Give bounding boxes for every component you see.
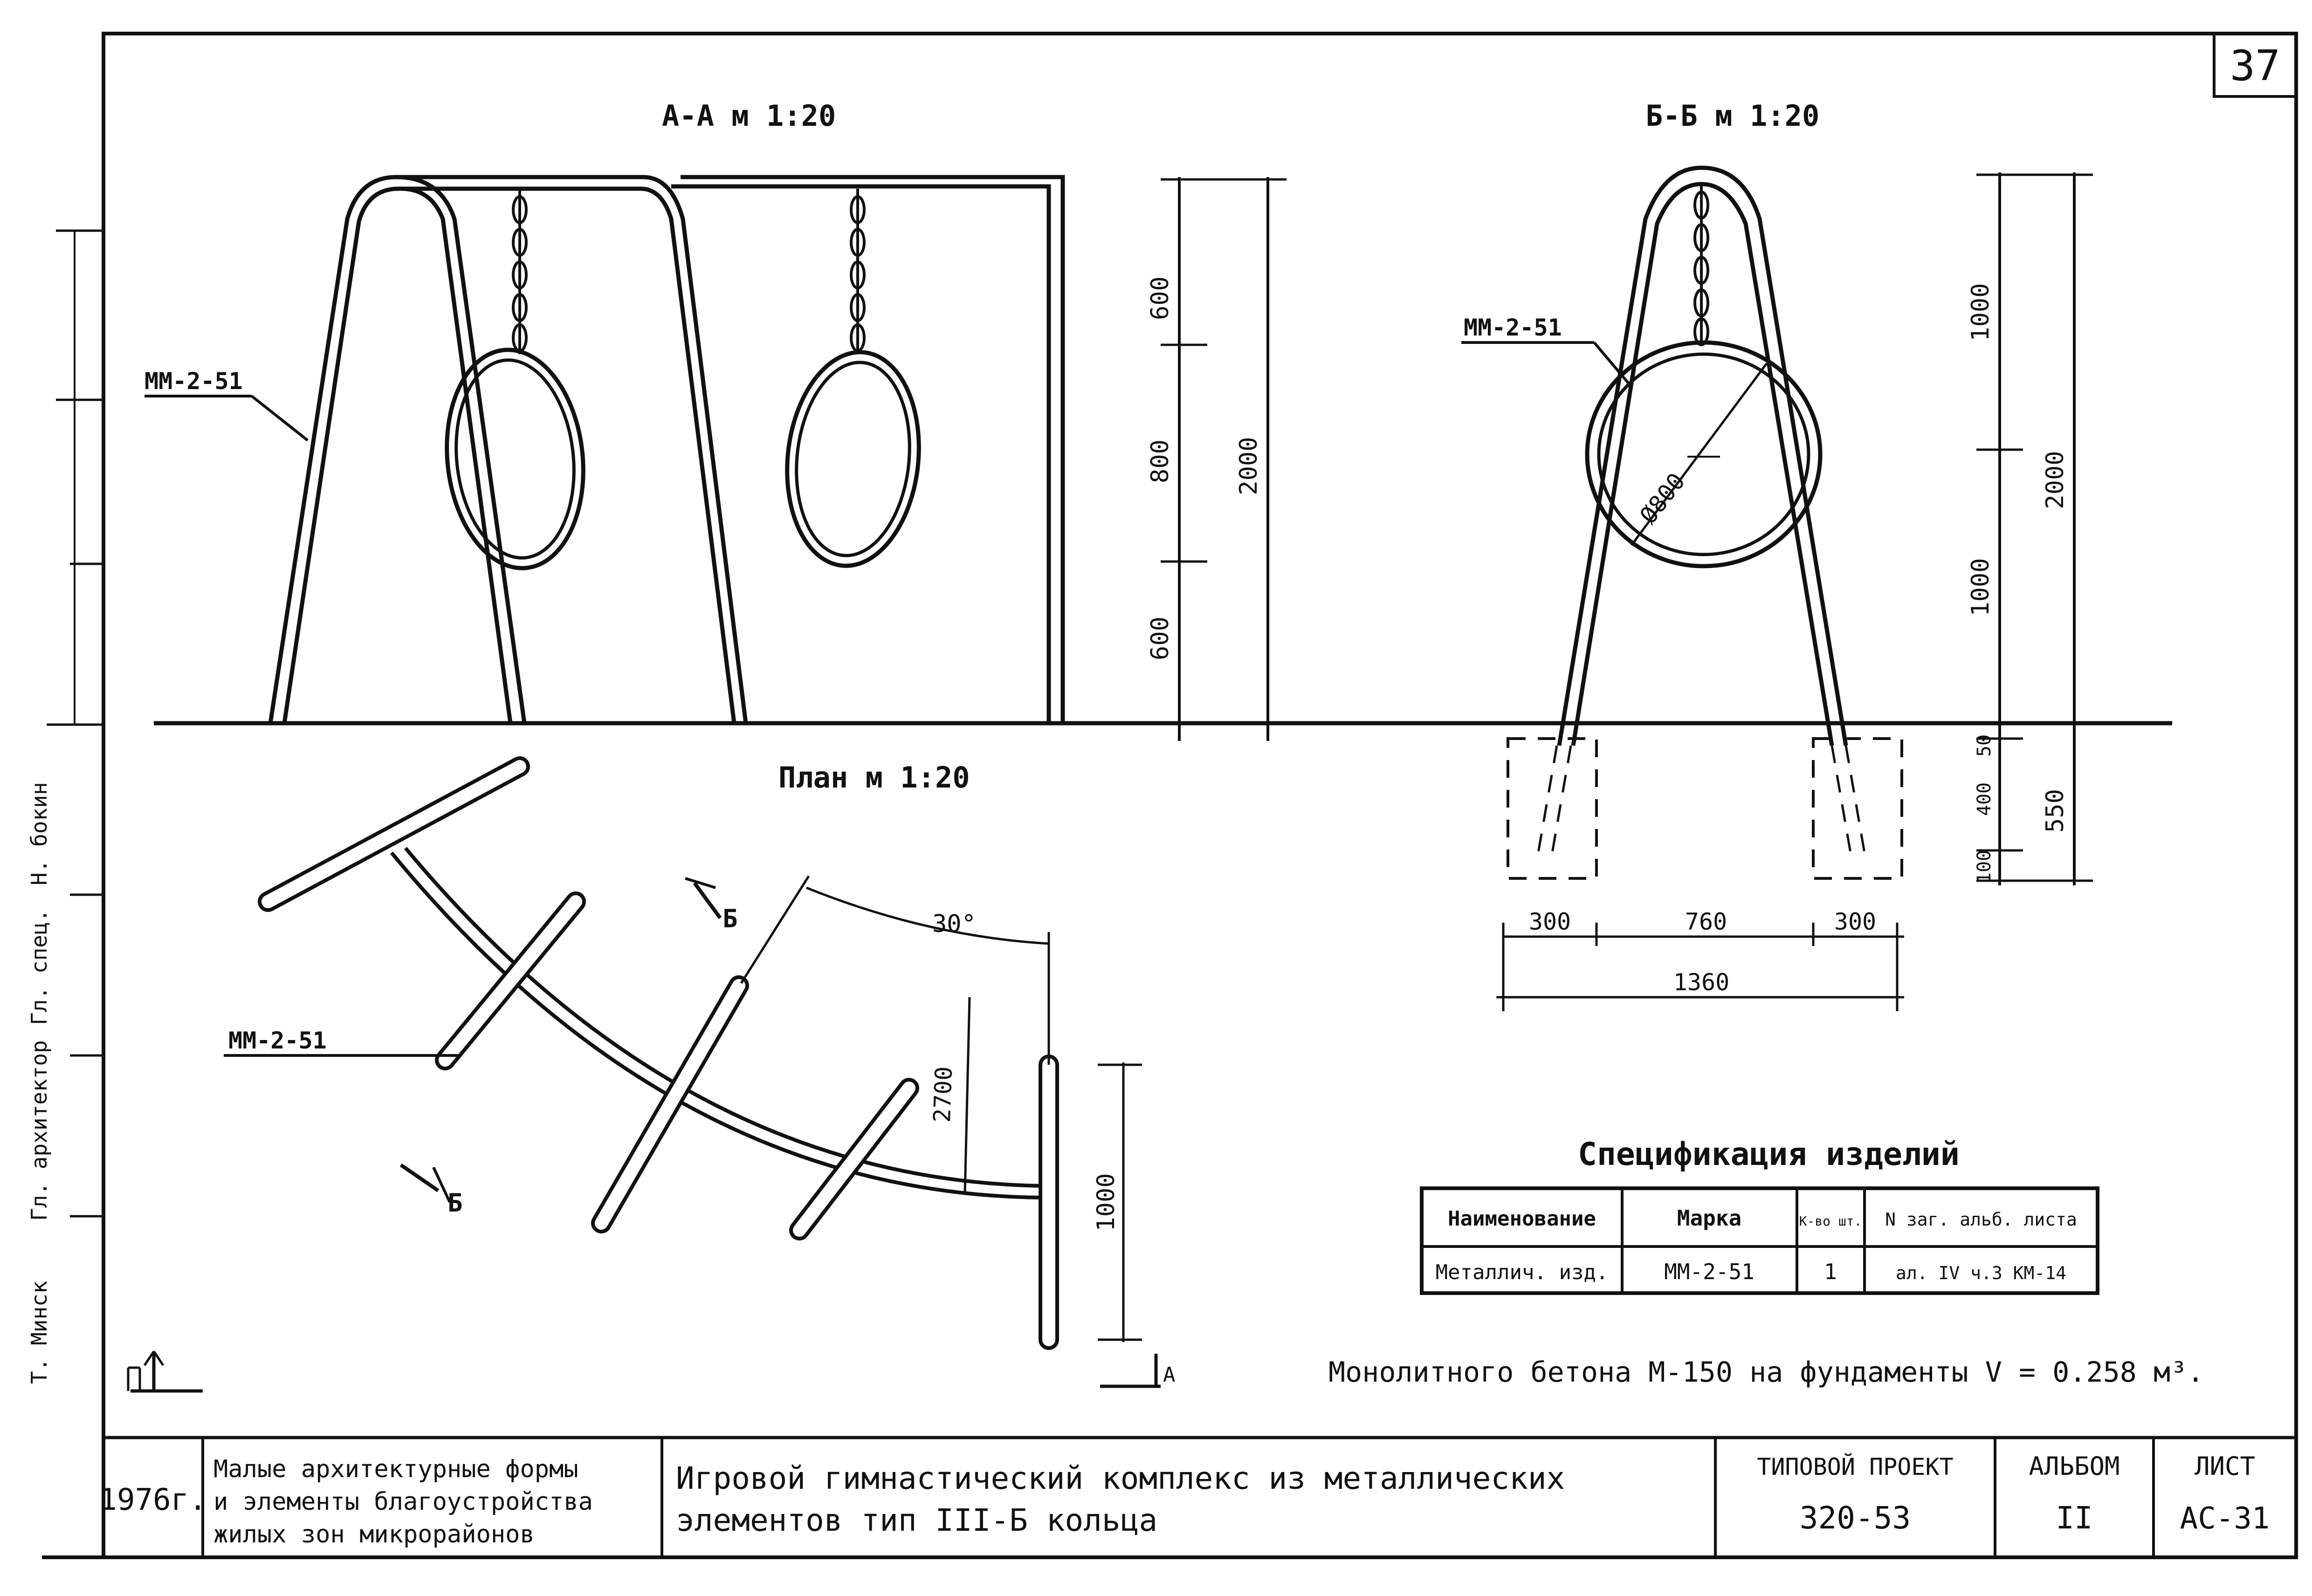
spec-title: Спецификация изделий xyxy=(1578,1136,1960,1173)
plan-title: План м 1:20 xyxy=(778,760,970,795)
project-value: 320-53 xyxy=(1800,1500,1911,1536)
sheet-value: АС-31 xyxy=(2180,1501,2270,1536)
dim-aa-1: 600 xyxy=(1146,276,1174,320)
dim-aa-3: 600 xyxy=(1146,616,1174,660)
dim-bb-w1: 300 xyxy=(1529,908,1571,935)
crossbar-1 xyxy=(258,756,530,912)
crossbar-2 xyxy=(435,891,586,1070)
dim-bb-w2: 760 xyxy=(1685,908,1727,935)
plan-radius: 2700 xyxy=(929,1066,957,1123)
svg-text:А: А xyxy=(1163,1363,1176,1387)
dim-bb-100: 100 xyxy=(1974,850,1995,884)
side-label-2: Гл. архитектор xyxy=(27,1040,52,1221)
title-series-1: Малые архитектурные формы xyxy=(213,1455,578,1483)
dim-aa-2: 800 xyxy=(1146,439,1174,483)
ring-left xyxy=(445,348,585,570)
dims-aa: 600 800 600 2000 xyxy=(1146,177,1287,741)
title-main-2: элементов тип III-Б кольца xyxy=(676,1502,1157,1538)
spec-table: Спецификация изделий Наименование Марка … xyxy=(1420,1136,2099,1295)
chain-left xyxy=(512,189,528,354)
chain-bb xyxy=(1693,184,1709,346)
view-mark-left xyxy=(127,1350,203,1393)
album-value: II xyxy=(2056,1500,2092,1536)
view-mark-a: А xyxy=(1100,1354,1176,1388)
title-series-2: и элементы благоустройства xyxy=(213,1488,593,1516)
section-bb-title: Б-Б м 1:20 xyxy=(1645,99,1819,133)
section-mark-b-top: Б xyxy=(685,877,738,933)
dim-bb-400: 400 xyxy=(1974,782,1995,816)
side-label-1: Т. Минск xyxy=(27,1281,52,1384)
foundation-left xyxy=(1507,737,1598,880)
plan-view: План м 1:20 30° 2700 xyxy=(127,756,1176,1393)
dim-bb-wtotal: 1360 xyxy=(1673,969,1729,996)
concrete-note: Монолитного бетона М-150 на фундаменты V… xyxy=(1328,1356,2204,1389)
sheet-number: 37 xyxy=(2230,41,2280,90)
project-label: ТИПОВОЙ ПРОЕКТ xyxy=(1757,1453,1953,1480)
section-bb: Б-Б м 1:20 Ø800 ММ-2-51 xyxy=(1461,99,1903,880)
spec-header-name: Наименование xyxy=(1448,1207,1596,1231)
spec-cell-name: Металлич. изд. xyxy=(1436,1260,1609,1284)
drawing-frame: 37 xyxy=(42,32,2298,1559)
section-mark-b-bottom: Б xyxy=(399,1163,463,1218)
dim-aa-total: 2000 xyxy=(1235,437,1263,495)
dim-bb-upper: 1000 xyxy=(1967,283,1995,341)
svg-text:Б: Б xyxy=(722,904,738,933)
spec-header-mark: Марка xyxy=(1677,1206,1741,1231)
side-label-4: Н. бокин xyxy=(27,782,52,885)
sheet-label: ЛИСТ xyxy=(2195,1452,2255,1481)
ring-bb xyxy=(1585,340,1823,569)
dims-bb: 1000 1000 2000 50 400 100 550 300 760 30… xyxy=(1496,172,2093,1011)
dim-bb-550: 550 xyxy=(2041,789,2069,833)
spec-cell-qty: 1 xyxy=(1824,1259,1837,1284)
foundation-right xyxy=(1812,737,1903,880)
side-label-3: Гл. спец. xyxy=(27,909,52,1025)
plan-callout: ММ-2-51 xyxy=(228,1027,327,1054)
spec-header-ref: N заг. альб. листа xyxy=(1885,1209,2077,1230)
dim-bb-50: 50 xyxy=(1974,734,1995,757)
section-bb-callout: ММ-2-51 xyxy=(1464,314,1562,341)
spec-cell-ref: ал. IV ч.3 КМ-14 xyxy=(1896,1263,2066,1283)
chain-right xyxy=(850,189,866,354)
side-labels: Т. Минск Гл. архитектор Гл. спец. Н. бок… xyxy=(27,782,52,1384)
ring-right xyxy=(785,350,921,568)
title-main-1: Игровой гимнастический комплекс из метал… xyxy=(676,1460,1565,1496)
title-block: 1976г. Малые архитектурные формы и элеме… xyxy=(99,1452,2270,1548)
title-series-3: жилых зон микрорайонов xyxy=(213,1521,535,1548)
spec-cell-mark: ММ-2-51 xyxy=(1664,1259,1755,1284)
section-aa-title: А-А м 1:20 xyxy=(662,99,836,133)
crossbar-3 xyxy=(591,975,749,1233)
dim-bb-w3: 300 xyxy=(1834,908,1876,935)
crossbar-4 xyxy=(789,1078,919,1240)
svg-text:Б: Б xyxy=(447,1188,463,1218)
dim-bb-lower: 1000 xyxy=(1967,558,1995,616)
section-aa-callout: ММ-2-51 xyxy=(144,368,243,395)
plan-angle: 30° xyxy=(932,910,976,938)
dim-bb-total: 2000 xyxy=(2041,451,2069,509)
album-label: АЛЬБОМ xyxy=(2029,1452,2119,1481)
spec-header-qty: К-во шт. xyxy=(1799,1213,1862,1229)
section-aa: А-А м 1:20 xyxy=(144,99,1065,724)
plan-length: 1000 xyxy=(1092,1173,1120,1231)
title-year: 1976г. xyxy=(99,1483,206,1517)
